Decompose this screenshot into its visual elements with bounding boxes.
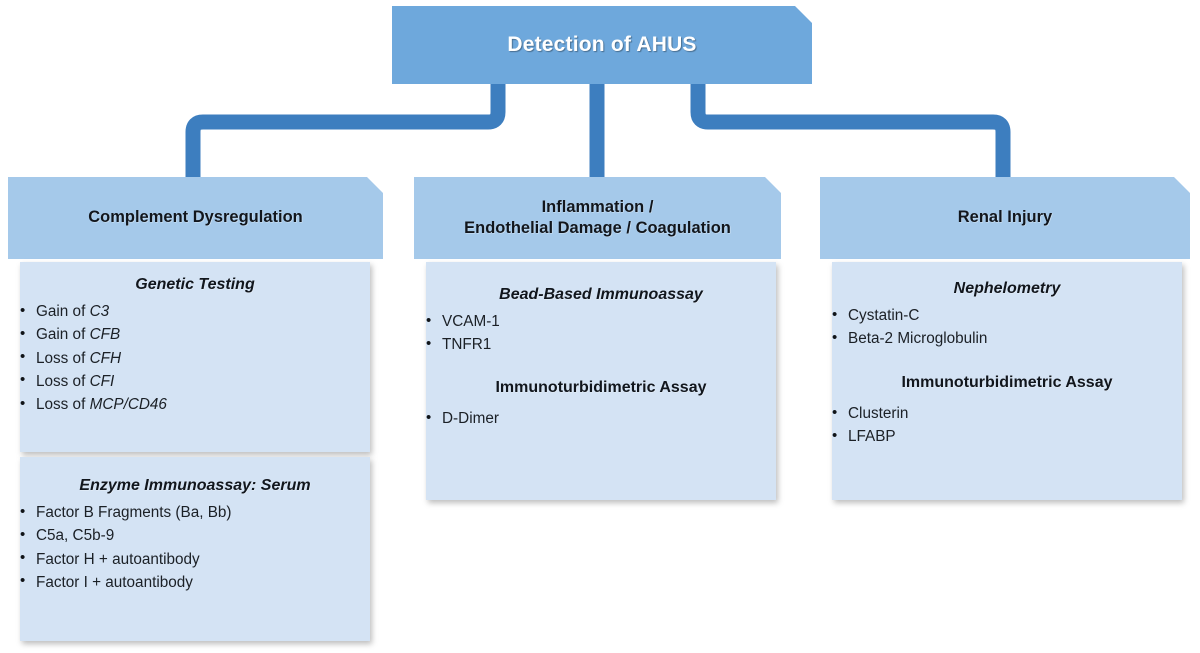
bullet-list-genetic-testing: Gain of C3 Gain of CFB Loss of CFH Loss … [20,299,370,416]
bullet-list-enzyme-immunoassay: Factor B Fragments (Ba, Bb) C5a, C5b-9 F… [20,500,370,594]
bullet-list-immunoturbidimetric-assay: D-Dimer [426,406,776,430]
section-title: Nephelometry [953,280,1061,297]
list-item: Cystatin-C [832,303,1182,327]
list-item: Loss of CFH [20,346,370,370]
section-title: Enzyme Immunoassay: Serum [79,477,311,494]
section-enzyme-immunoassay-serum: Enzyme Immunoassay: Serum Factor B Fragm… [20,477,370,594]
list-item: TNFR1 [426,333,776,356]
body-box-renal-assays: Nephelometry Cystatin-C Beta-2 Microglob… [832,262,1182,500]
section-nephelometry: Nephelometry Cystatin-C Beta-2 Microglob… [832,280,1182,351]
column-header-title: Renal Injury [957,208,1053,227]
column-header-title: Complement Dysregulation [88,208,303,227]
list-item: VCAM-1 [426,309,776,333]
section-title: Immunoturbidimetric Assay [495,379,707,396]
gene-name: C3 [89,303,110,320]
list-item: Factor H + autoantibody [20,547,370,571]
list-item: Gain of CFB [20,323,370,346]
bullet-list-immunoturbidimetric-assay: Clusterin LFABP [832,401,1182,449]
gene-name: CFH [89,349,122,367]
section-genetic-testing: Genetic Testing Gain of C3 Gain of CFB L… [20,276,370,416]
section-immunoturbidimetric-assay: Immunoturbidimetric Assay D-Dimer [426,379,776,430]
section-immunoturbidimetric-assay: Immunoturbidimetric Assay Clusterin LFAB… [832,374,1182,449]
list-item: Loss of MCP/CD46 [20,392,370,416]
section-title: Immunoturbidimetric Assay [901,374,1113,391]
section-title: Bead-Based Immunoassay [499,286,703,303]
root-node-detection-of-ahus[interactable]: Detection of AHUS [392,6,812,84]
column-header-inflammation[interactable]: Inflammation / Endothelial Damage / Coag… [414,177,781,259]
list-item: LFABP [832,425,1182,448]
column-complement-dysregulation: Complement Dysregulation Genetic Testing… [0,0,400,653]
bullet-list-bead-based-immunoassay: VCAM-1 TNFR1 [426,309,776,357]
list-item: Factor B Fragments (Ba, Bb) [20,500,370,524]
list-item: Beta-2 Microglobulin [832,327,1182,350]
root-node-title: Detection of AHUS [507,33,697,56]
body-box-inflammation-assays: Bead-Based Immunoassay VCAM-1 TNFR1 Immu… [426,262,776,500]
list-item: Factor I + autoantibody [20,570,370,594]
body-box-enzyme-immunoassay: Enzyme Immunoassay: Serum Factor B Fragm… [20,457,370,641]
column-header-renal-injury[interactable]: Renal Injury [820,177,1190,259]
list-item: D-Dimer [426,406,776,430]
list-item: Loss of CFI [20,369,370,393]
gene-name: CFB [89,326,121,344]
section-bead-based-immunoassay: Bead-Based Immunoassay VCAM-1 TNFR1 [426,286,776,357]
list-item: C5a, C5b-9 [20,524,370,547]
section-title: Genetic Testing [135,276,255,293]
gene-name: CFI [89,372,115,390]
body-box-genetic-testing: Genetic Testing Gain of C3 Gain of CFB L… [20,262,370,452]
list-item: Clusterin [832,401,1182,425]
bullet-list-nephelometry: Cystatin-C Beta-2 Microglobulin [832,303,1182,351]
gene-name: MCP/CD46 [89,396,167,413]
list-item: Gain of C3 [20,299,370,323]
column-header-complement-dysregulation[interactable]: Complement Dysregulation [8,177,383,259]
column-header-title: Inflammation / Endothelial Damage / Coag… [464,197,731,237]
